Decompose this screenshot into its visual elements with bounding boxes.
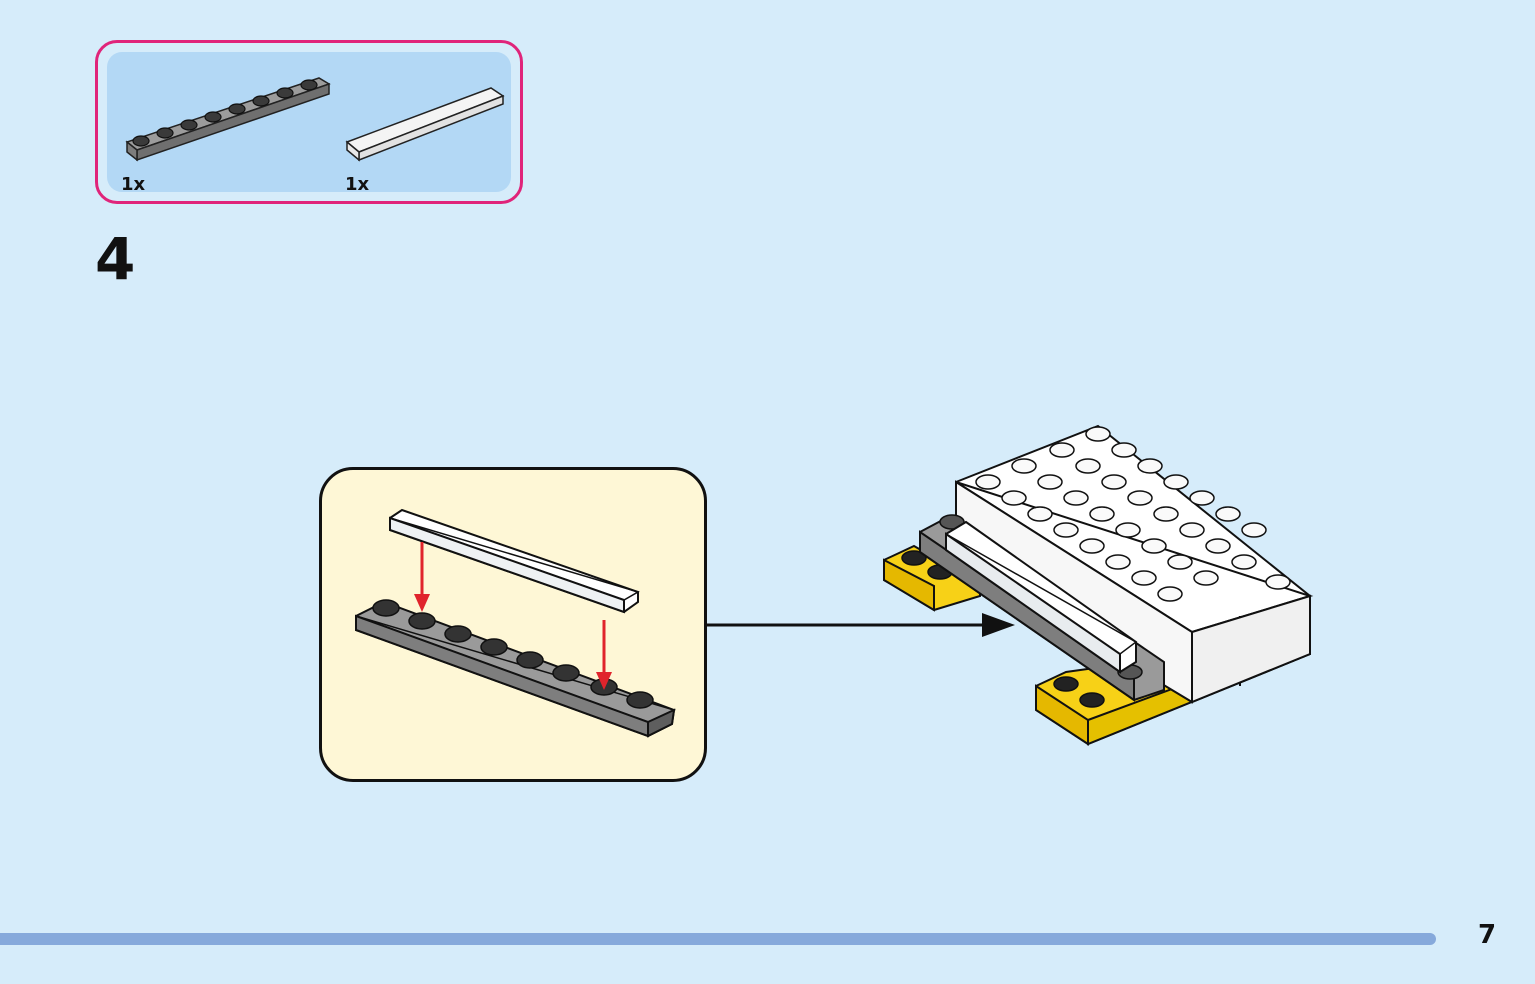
part-qty-2: 1x bbox=[345, 174, 370, 195]
footer-bar bbox=[0, 933, 1436, 945]
model-assembly bbox=[883, 424, 1314, 746]
part-qty-1: 1x bbox=[121, 174, 146, 195]
white-tile-1x8-icon bbox=[345, 87, 505, 162]
step-number: 4 bbox=[95, 225, 136, 293]
subassembly-diagram bbox=[355, 508, 677, 738]
parts-list-inner: 1x 1x bbox=[107, 52, 511, 195]
parts-list-box: 1x 1x bbox=[95, 40, 523, 204]
callout-subassembly bbox=[319, 467, 707, 782]
dark-gray-plate-1x8-icon bbox=[125, 77, 331, 162]
page-number: 7 bbox=[1478, 920, 1497, 950]
